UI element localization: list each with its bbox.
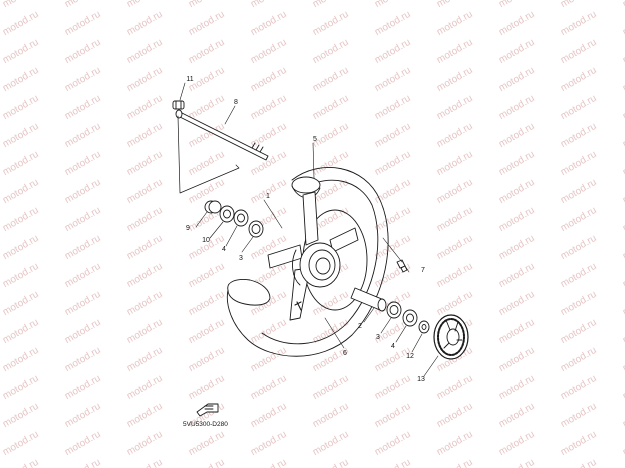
axle-nut — [172, 100, 185, 110]
wheel-hub — [267, 191, 359, 321]
callout-1: 1 — [266, 193, 270, 200]
leader-lines — [179, 82, 439, 377]
callout-8: 8 — [234, 99, 238, 106]
oil-seal-part — [219, 205, 235, 223]
diagram-code: 5VU5300-D280 — [183, 421, 228, 428]
washer-part — [418, 320, 430, 334]
callout-12: 13 — [417, 376, 425, 383]
callout-2: 2 — [358, 323, 362, 330]
callout-10: 10 — [202, 237, 210, 244]
callout-labels: 11 8 5 1 9 10 4 3 7 2 3 4 6 12 13 5VU530… — [183, 76, 425, 428]
callout-4-right: 4 — [391, 343, 395, 350]
spacer-part-left — [248, 220, 264, 238]
front-direction-arrow-icon — [196, 403, 219, 417]
bearing-part-right — [402, 309, 418, 327]
sensor-rotor-disc — [433, 314, 469, 360]
bearing-part-left — [233, 209, 249, 227]
callout-4-left: 4 — [222, 246, 226, 253]
callout-3-left: 3 — [239, 255, 243, 262]
spacer-tube — [350, 287, 387, 312]
callout-6: 6 — [343, 350, 347, 357]
callout-13: 12 — [406, 353, 414, 360]
callout-7: 7 — [421, 267, 425, 274]
callout-11: 11 — [186, 76, 193, 83]
collar-part — [204, 200, 222, 214]
spacer-part-right — [386, 301, 402, 319]
callout-5: 5 — [313, 136, 317, 143]
callout-9: 9 — [186, 225, 190, 232]
front-wheel-axle — [175, 109, 269, 161]
callout-3-right: 3 — [376, 334, 380, 341]
